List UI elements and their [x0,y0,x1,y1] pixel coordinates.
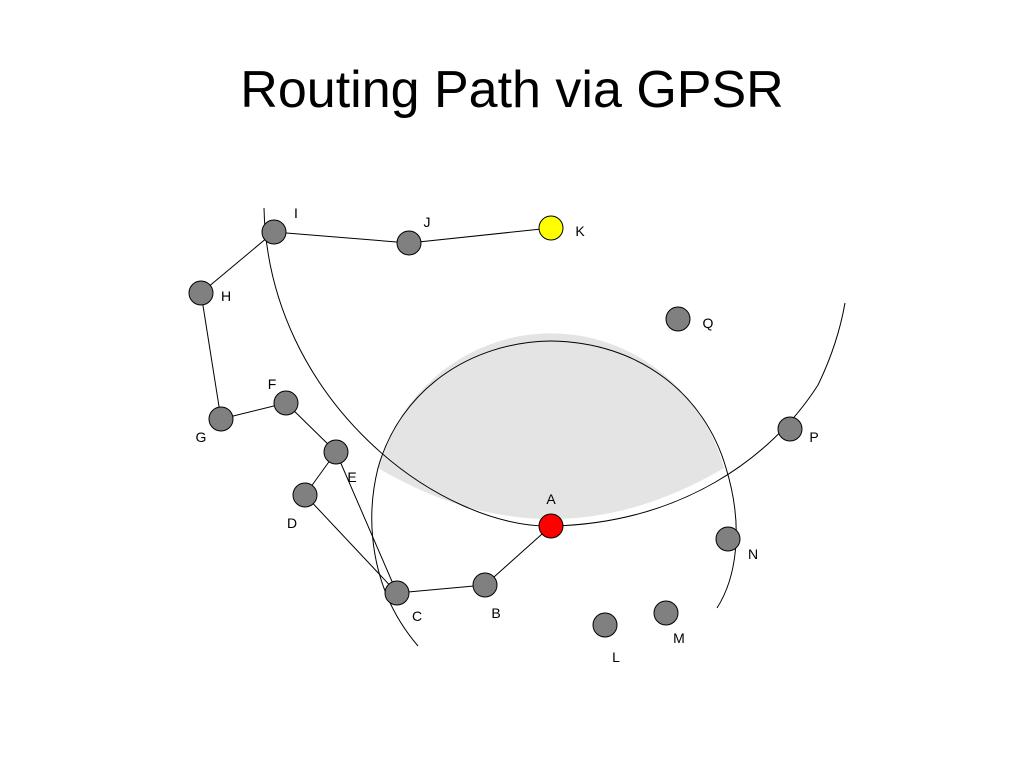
node-b [472,572,498,598]
node-m [653,600,679,626]
node-label-f: F [268,376,277,392]
node-label-k: K [575,223,585,239]
slide-title: Routing Path via GPSR [240,61,784,119]
node-label-j: J [424,214,431,230]
edge-i-j [273,231,410,244]
node-c [384,580,410,606]
node-f [273,390,299,416]
node-label-n: N [748,546,758,562]
node-label-e: E [347,469,356,485]
node-label-i: I [294,205,298,221]
node-label-g: G [196,429,207,445]
node-e [323,439,349,465]
edge-b-c [396,584,486,594]
node-k [538,215,564,241]
node-i [261,219,287,245]
arc-small-left [371,340,552,647]
node-label-m: M [673,630,685,646]
node-a [538,513,564,539]
arc-small-right [550,340,737,609]
edge-c-e [335,451,398,594]
shaded-region [378,333,724,519]
node-d [292,482,318,508]
node-n [715,526,741,552]
nodes-layer: A B C D E F G H I J K L M N P Q [188,205,819,665]
node-label-p: P [809,429,818,445]
node-p [777,416,803,442]
node-label-h: H [221,288,231,304]
edge-c-d [304,494,398,594]
arc-large [263,207,846,527]
node-label-b: B [491,605,500,621]
node-q [665,306,691,332]
node-label-l: L [612,649,620,665]
node-j [396,230,422,256]
node-g [208,406,234,432]
node-label-a: A [546,491,556,507]
edge-g-h [200,292,222,420]
edge-a-b [484,525,552,586]
edge-j-k [408,227,552,244]
node-l [592,612,618,638]
node-h [188,280,214,306]
edge-h-i [200,231,275,294]
node-label-c: C [412,608,422,624]
node-label-d: D [287,515,297,531]
node-label-q: Q [703,315,714,331]
